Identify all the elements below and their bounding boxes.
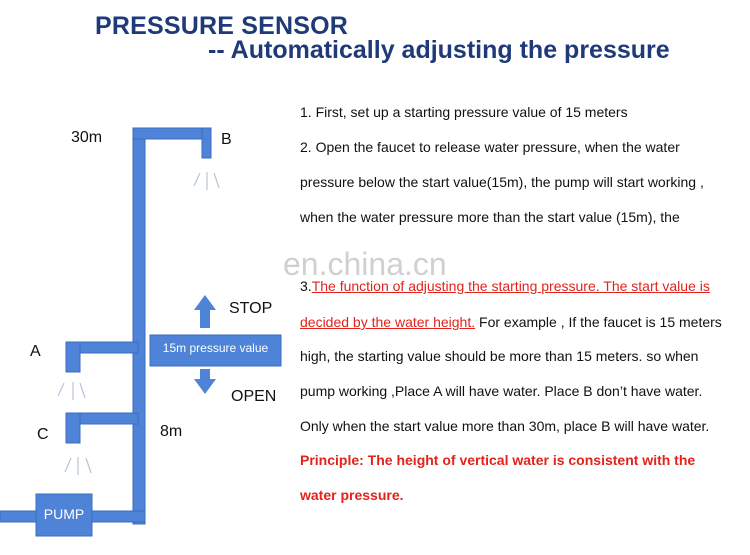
pump-label: PUMP xyxy=(43,506,85,522)
faucet-b xyxy=(201,127,212,159)
pressure-value-box xyxy=(149,334,282,367)
water-stream-b xyxy=(193,172,220,190)
height-label-30m: 30m xyxy=(71,129,103,146)
main-vertical-pipe xyxy=(132,129,146,525)
title-line-2: -- Automatically adjusting the pressure xyxy=(208,36,670,64)
place-label-b: B xyxy=(221,131,232,148)
open-arrow-icon xyxy=(194,369,216,394)
pipe-to-b xyxy=(132,127,212,140)
pressure-value-label: 15m pressure value xyxy=(162,341,269,355)
place-label-a: A xyxy=(30,343,41,360)
text-line-6-red: decided by the water height. xyxy=(300,314,476,330)
title-line-1: PRESSURE SENSOR xyxy=(95,12,349,40)
stop-arrow-icon xyxy=(194,295,216,328)
faucet-a xyxy=(65,341,81,373)
pump-box xyxy=(35,493,93,537)
principle-line-2: water pressure. xyxy=(300,487,404,503)
height-label-8m: 8m xyxy=(160,423,183,440)
faucet-c xyxy=(65,412,81,444)
text-line-3: pressure below the start value(15m), the… xyxy=(300,174,704,190)
text-line-5: 3.The function of adjusting the starting… xyxy=(300,278,710,294)
principle-line-1: Principle: The height of vertical water … xyxy=(300,452,696,468)
text-line-1: 1. First, set up a starting pressure val… xyxy=(300,104,628,120)
stop-label: STOP xyxy=(229,300,273,317)
text-line-6: decided by the water height. For example… xyxy=(300,314,722,330)
text-line-5-prefix: 3. xyxy=(300,278,312,294)
text-line-6-rest: For example , If the faucet is 15 meters xyxy=(475,314,722,330)
text-line-4: when the water pressure more than the st… xyxy=(300,209,680,225)
water-stream-a xyxy=(57,382,86,400)
text-line-7: high, the starting value should be more … xyxy=(300,348,699,364)
text-line-5-red: The function of adjusting the starting p… xyxy=(311,278,710,294)
water-stream-c xyxy=(64,457,92,475)
text-line-2: 2. Open the faucet to release water pres… xyxy=(300,139,680,155)
watermark: en.china.cn xyxy=(283,246,447,282)
text-line-9: Only when the start value more than 30m,… xyxy=(300,418,710,434)
open-label: OPEN xyxy=(231,388,277,405)
text-line-8: pump working ,Place A will have water. P… xyxy=(300,383,703,399)
place-label-c: C xyxy=(37,426,49,443)
